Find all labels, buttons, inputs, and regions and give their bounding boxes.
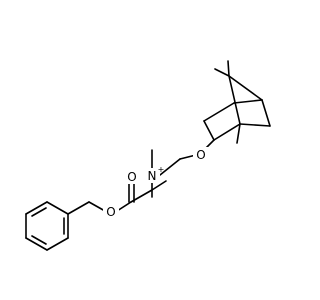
bridge-bond <box>228 75 263 101</box>
bond <box>233 99 263 104</box>
ester-oxygen-label: O <box>106 205 115 219</box>
ether-oxygen-label: O <box>196 148 205 162</box>
benzene-ring <box>25 201 69 251</box>
atom-background <box>103 204 119 219</box>
molecule-drawing: O O N + O <box>25 60 271 251</box>
aromatic-double-bond <box>31 235 47 245</box>
bond <box>67 201 90 215</box>
atom-background <box>193 147 209 162</box>
bond <box>25 237 48 251</box>
carbonyl-oxygen-label: O <box>127 170 136 184</box>
methyl-bond <box>236 123 241 144</box>
bond <box>159 158 181 176</box>
bond <box>261 99 271 127</box>
structure-canvas: O O N + O <box>25 60 271 251</box>
bond <box>130 189 153 203</box>
bond <box>46 201 69 215</box>
methyl-bond <box>227 60 230 77</box>
atom-background <box>124 169 140 184</box>
aromatic-double-bond <box>31 207 47 217</box>
bond <box>88 201 106 212</box>
bridge-bond <box>228 75 241 125</box>
bornane-bicycle <box>203 60 271 144</box>
bond <box>203 120 215 141</box>
bond <box>239 123 271 127</box>
bond <box>46 237 69 251</box>
ammonium-nitrogen-label: N <box>148 169 157 183</box>
bond <box>25 201 48 215</box>
bond <box>203 102 235 122</box>
bond <box>213 123 241 141</box>
positive-charge-label: + <box>158 165 165 174</box>
methyl-bond <box>214 68 230 77</box>
bond <box>151 180 167 191</box>
atom-background <box>144 168 160 183</box>
bond <box>116 201 132 212</box>
